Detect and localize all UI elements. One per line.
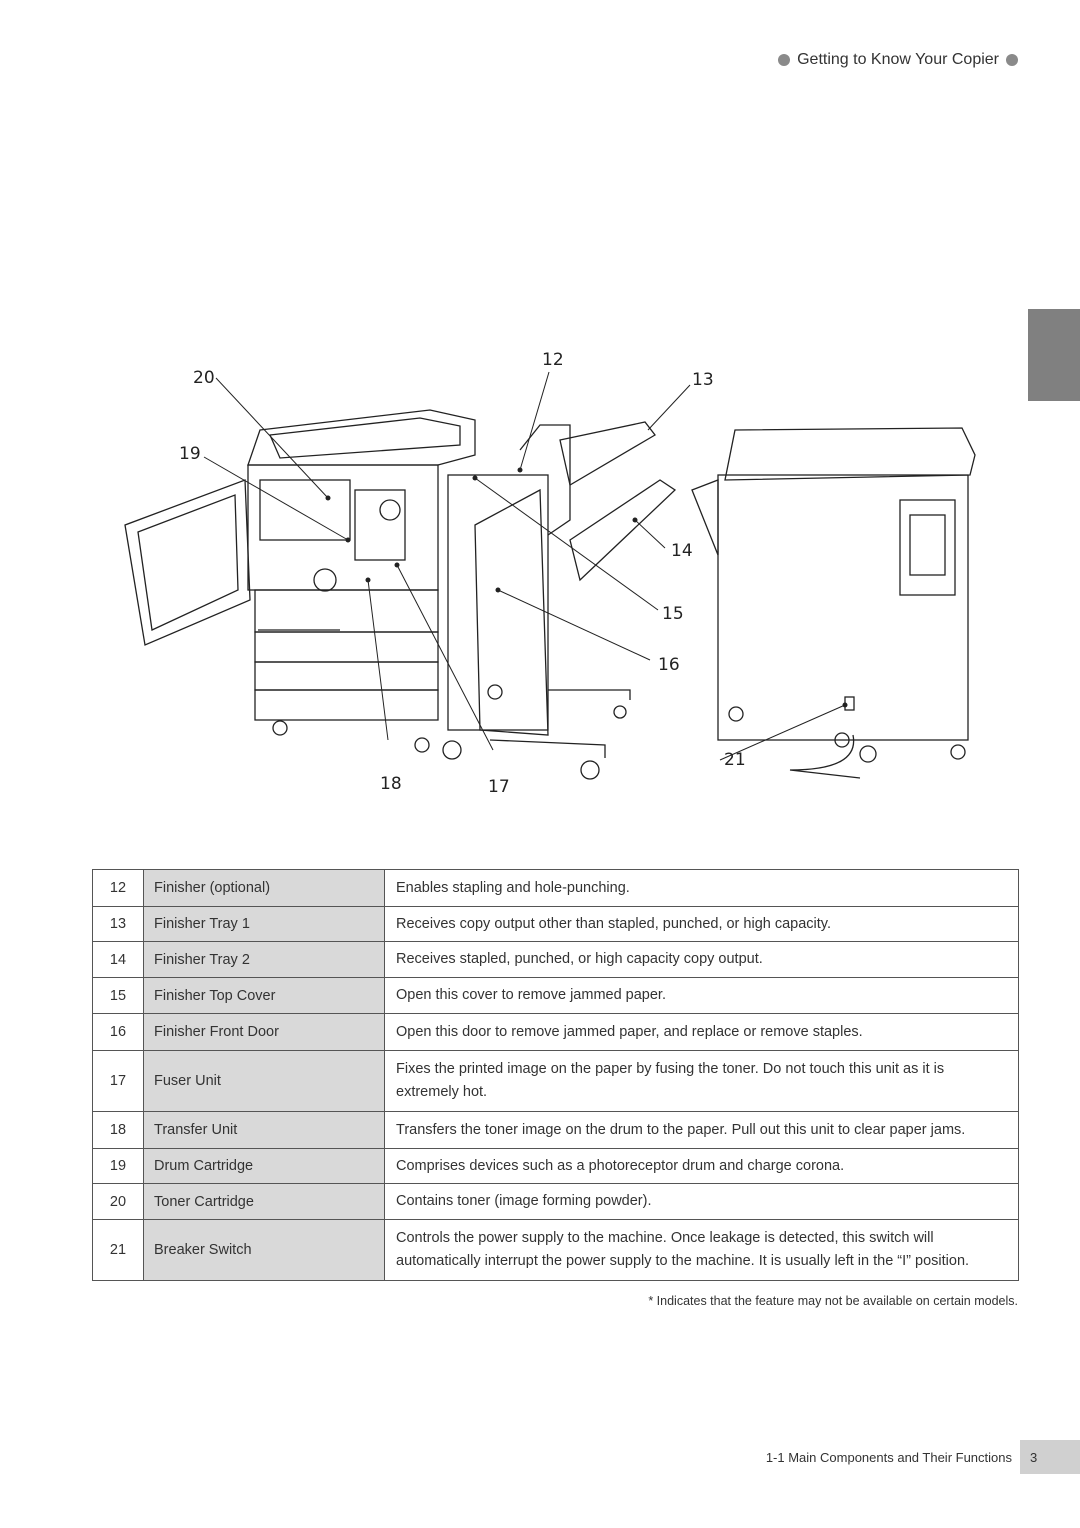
row-number: 14	[92, 941, 144, 978]
footnote: * Indicates that the feature may not be …	[648, 1294, 1018, 1308]
row-description: Fixes the printed image on the paper by …	[384, 1050, 1019, 1112]
callout-12: 12	[542, 350, 564, 370]
copier-drawing	[124, 371, 976, 780]
bullet-dot-icon	[778, 54, 791, 66]
callout-15: 15	[662, 604, 684, 624]
row-number: 15	[92, 977, 144, 1014]
row-component-name: Finisher Tray 1	[143, 906, 385, 942]
row-component-name: Finisher Front Door	[143, 1013, 385, 1051]
row-description: Open this cover to remove jammed paper.	[384, 977, 1019, 1014]
components-table: 12 Finisher (optional) Enables stapling …	[92, 869, 1019, 1281]
footer-section-title: 1-1 Main Components and Their Functions	[765, 1449, 1012, 1465]
row-number: 19	[92, 1148, 144, 1184]
page-number: 3	[1020, 1440, 1080, 1474]
chapter-side-tab	[1028, 309, 1080, 401]
table-row: 18 Transfer Unit Transfers the toner ima…	[92, 1111, 1019, 1149]
row-description: Enables stapling and hole-punching.	[384, 869, 1019, 907]
table-row: 13 Finisher Tray 1 Receives copy output …	[92, 906, 1019, 942]
bullet-dot-icon	[1006, 54, 1018, 66]
row-number: 18	[92, 1111, 144, 1149]
callout-18: 18	[380, 774, 402, 794]
row-description: Controls the power supply to the machine…	[384, 1219, 1019, 1281]
table-row: 20 Toner Cartridge Contains toner (image…	[92, 1183, 1019, 1220]
row-number: 13	[92, 906, 144, 942]
header-title: Getting to Know Your Copier	[797, 51, 999, 68]
table-row: 12 Finisher (optional) Enables stapling …	[92, 869, 1019, 907]
row-component-name: Fuser Unit	[143, 1050, 385, 1112]
table-row: 14 Finisher Tray 2 Receives stapled, pun…	[92, 941, 1019, 978]
row-description: Contains toner (image forming powder).	[384, 1183, 1019, 1220]
callout-14: 14	[671, 541, 693, 561]
row-component-name: Finisher (optional)	[143, 869, 385, 907]
callout-21: 21	[724, 750, 746, 770]
table-row: 19 Drum Cartridge Comprises devices such…	[92, 1148, 1019, 1184]
callout-16: 16	[658, 655, 680, 675]
row-number: 20	[92, 1183, 144, 1220]
row-description: Comprises devices such as a photorecepto…	[384, 1148, 1019, 1184]
table-row: 21 Breaker Switch Controls the power sup…	[92, 1219, 1019, 1281]
row-number: 12	[92, 869, 144, 907]
table-row: 16 Finisher Front Door Open this door to…	[92, 1013, 1019, 1051]
row-component-name: Finisher Tray 2	[143, 941, 385, 978]
callout-17: 17	[488, 777, 510, 797]
callout-20: 20	[193, 368, 215, 388]
table-row: 17 Fuser Unit Fixes the printed image on…	[92, 1050, 1019, 1112]
callout-13: 13	[692, 370, 714, 390]
row-description: Open this door to remove jammed paper, a…	[384, 1013, 1019, 1051]
table-row: 15 Finisher Top Cover Open this cover to…	[92, 977, 1019, 1014]
row-description: Receives copy output other than stapled,…	[384, 906, 1019, 942]
page-footer: 1-1 Main Components and Their Functions …	[766, 1440, 1080, 1474]
row-component-name: Toner Cartridge	[143, 1183, 385, 1220]
row-component-name: Finisher Top Cover	[143, 977, 385, 1014]
row-component-name: Drum Cartridge	[143, 1148, 385, 1184]
row-description: Receives stapled, punched, or high capac…	[384, 941, 1019, 978]
row-number: 17	[92, 1050, 144, 1112]
row-number: 16	[92, 1013, 144, 1051]
copier-illustration: 12 13 14 15 16 17 18 19 20 21	[100, 340, 1000, 810]
callout-19: 19	[179, 444, 201, 464]
row-component-name: Transfer Unit	[143, 1111, 385, 1149]
row-description: Transfers the toner image on the drum to…	[384, 1111, 1019, 1149]
row-component-name: Breaker Switch	[143, 1219, 385, 1281]
row-number: 21	[92, 1219, 144, 1281]
page-header: Getting to Know Your Copier	[778, 51, 1018, 69]
